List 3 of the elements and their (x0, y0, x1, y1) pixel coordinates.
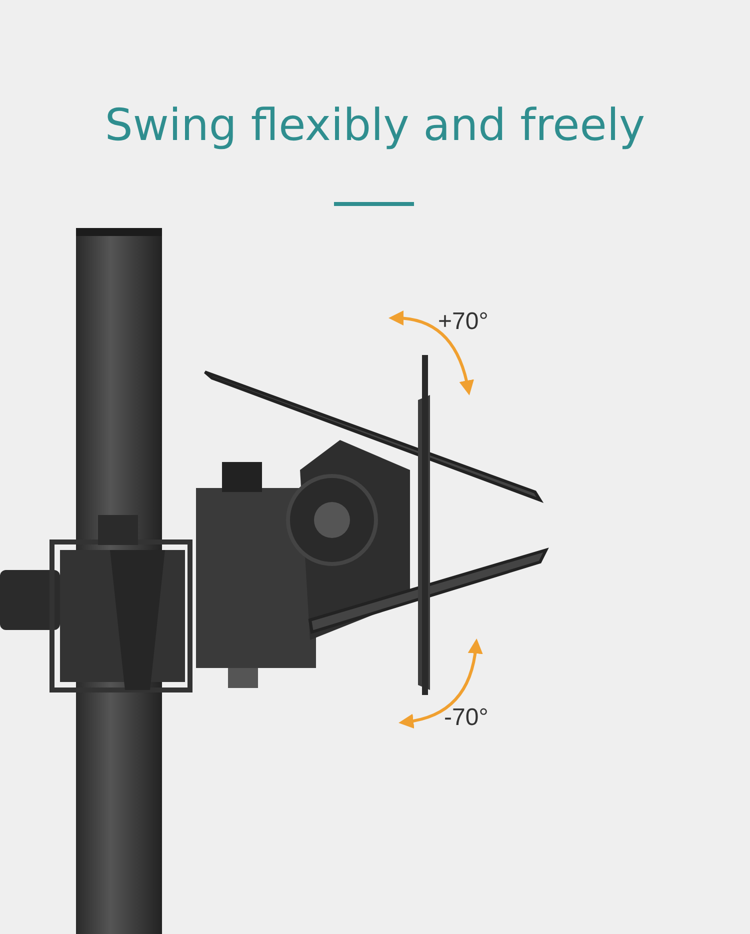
angle-label: +70° (438, 308, 488, 336)
title: Swing flexibly and freely (104, 100, 646, 151)
angle-label: -70° (444, 704, 488, 732)
